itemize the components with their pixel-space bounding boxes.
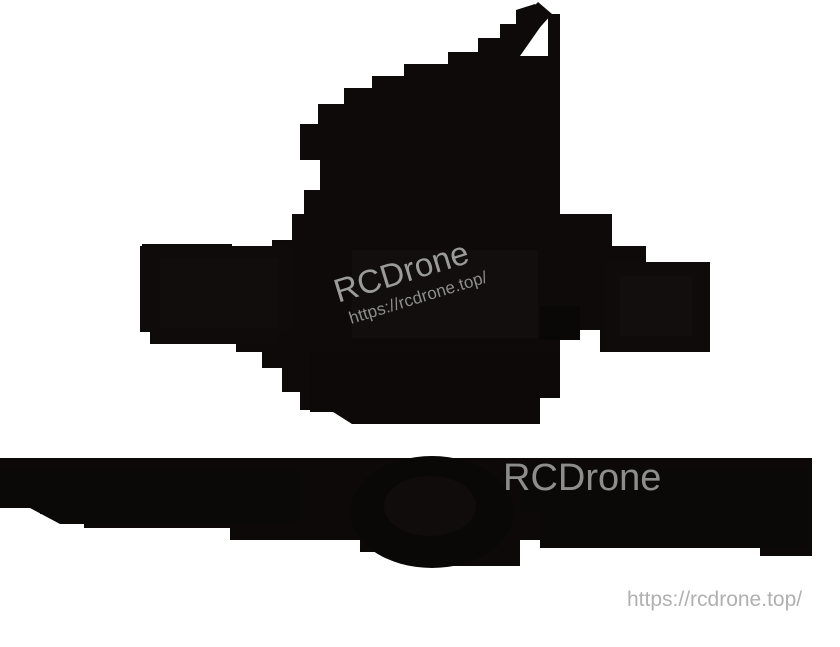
bar-right-tail <box>520 470 808 548</box>
bar-collar-inner <box>384 476 476 536</box>
module-connector-notch <box>540 306 580 340</box>
module-top-wedge <box>360 82 560 250</box>
bar-left-taper <box>0 470 300 524</box>
drone-receiver-module <box>140 2 710 424</box>
elongated-component-bar <box>0 456 812 568</box>
module-panel-highlight-c <box>160 258 278 328</box>
module-panel-highlight-a <box>352 250 538 338</box>
module-base-skirt <box>310 352 560 424</box>
module-panel-highlight-b <box>620 276 692 336</box>
